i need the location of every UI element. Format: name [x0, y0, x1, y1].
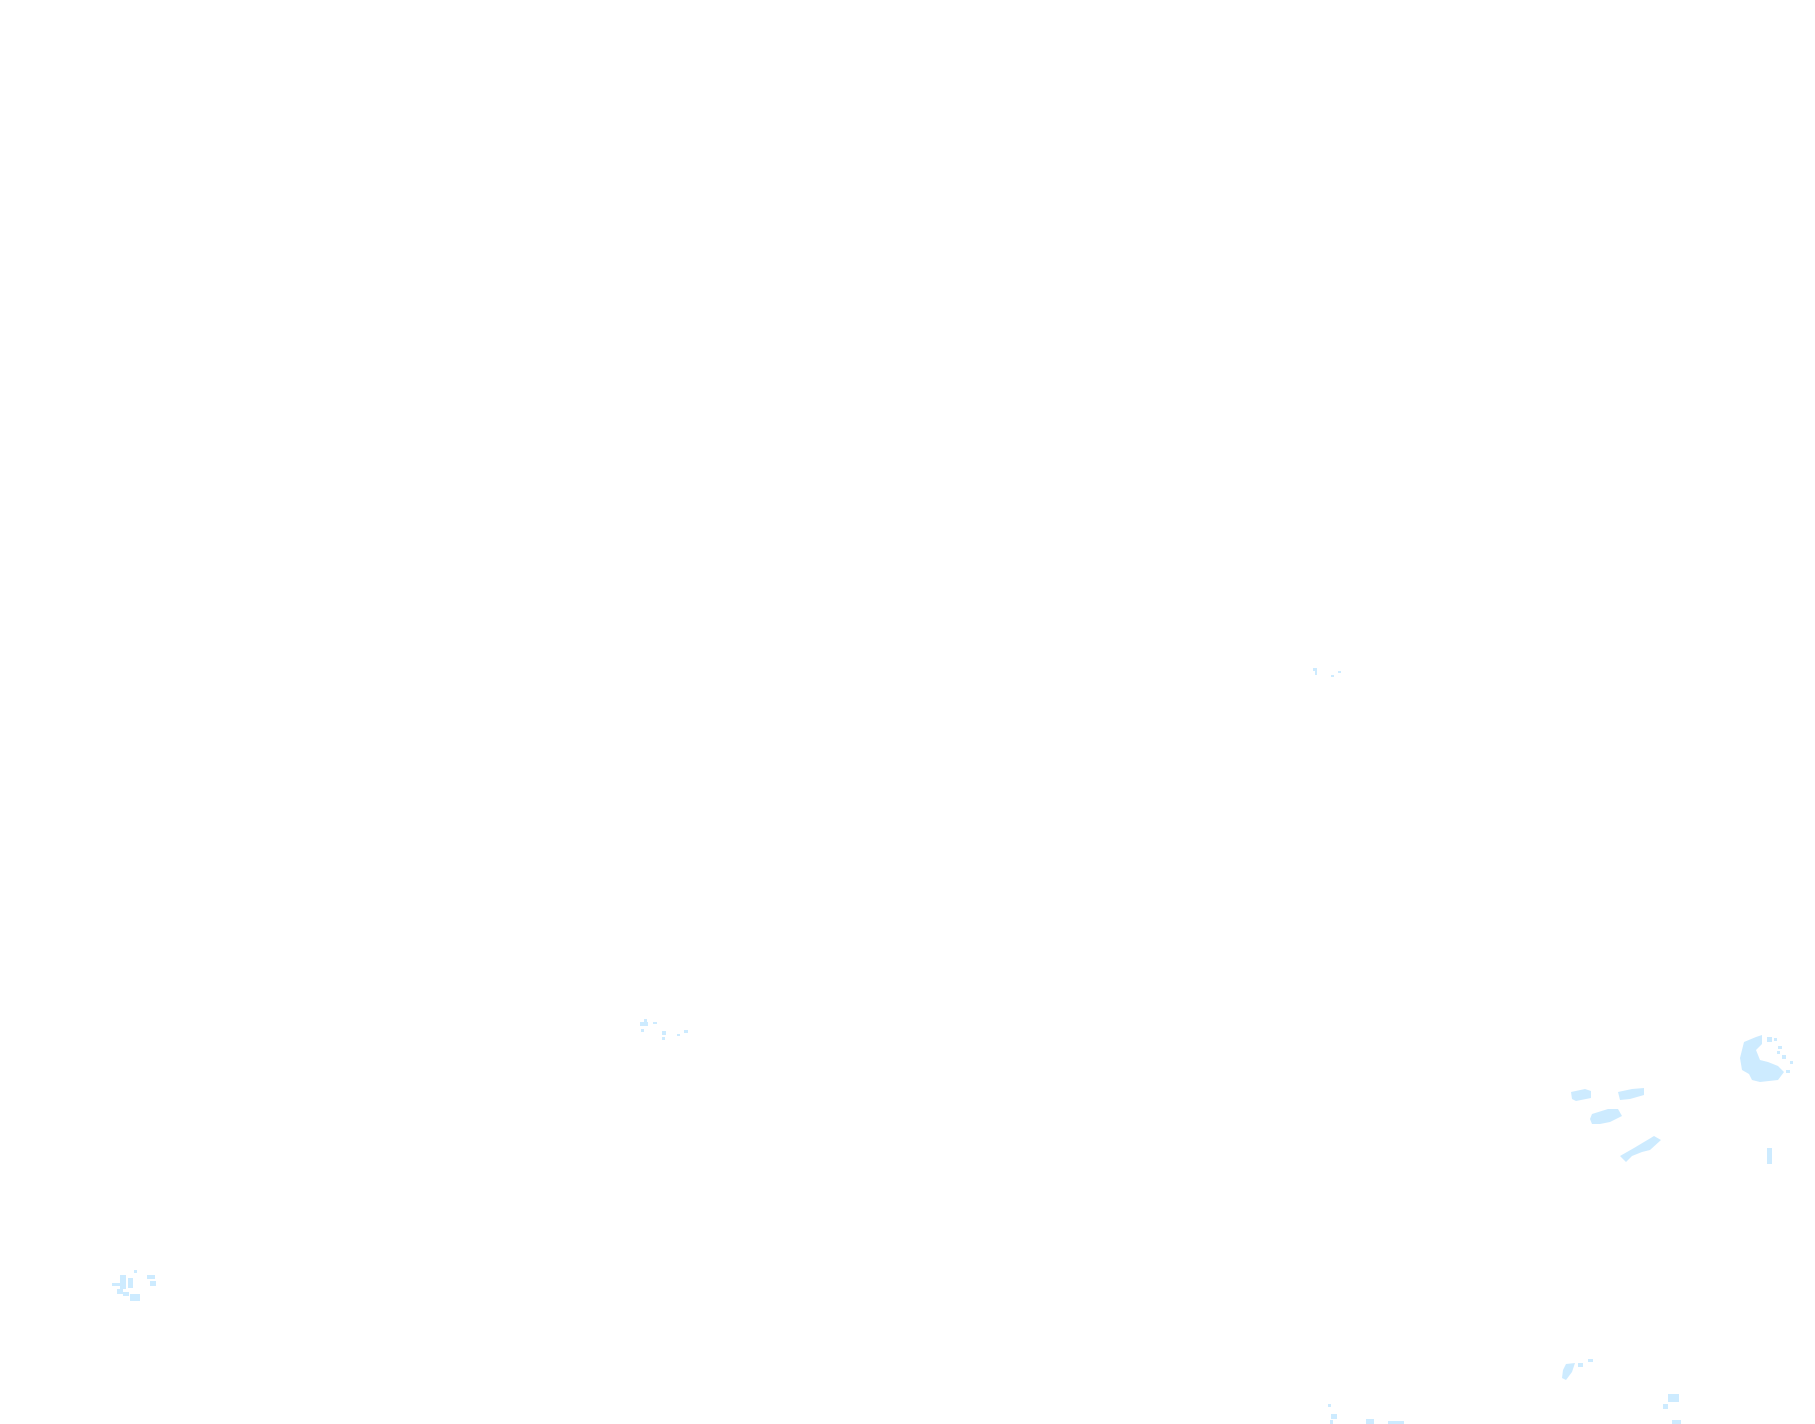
pond-cluster: [112, 1270, 156, 1301]
lake-cluster: [1740, 1035, 1793, 1082]
pond-cluster: [1328, 1359, 1681, 1424]
pond-cluster: [640, 1019, 688, 1040]
lake-group: [1571, 1088, 1772, 1164]
water-features: [112, 668, 1793, 1424]
pond-cluster: [1313, 668, 1341, 677]
